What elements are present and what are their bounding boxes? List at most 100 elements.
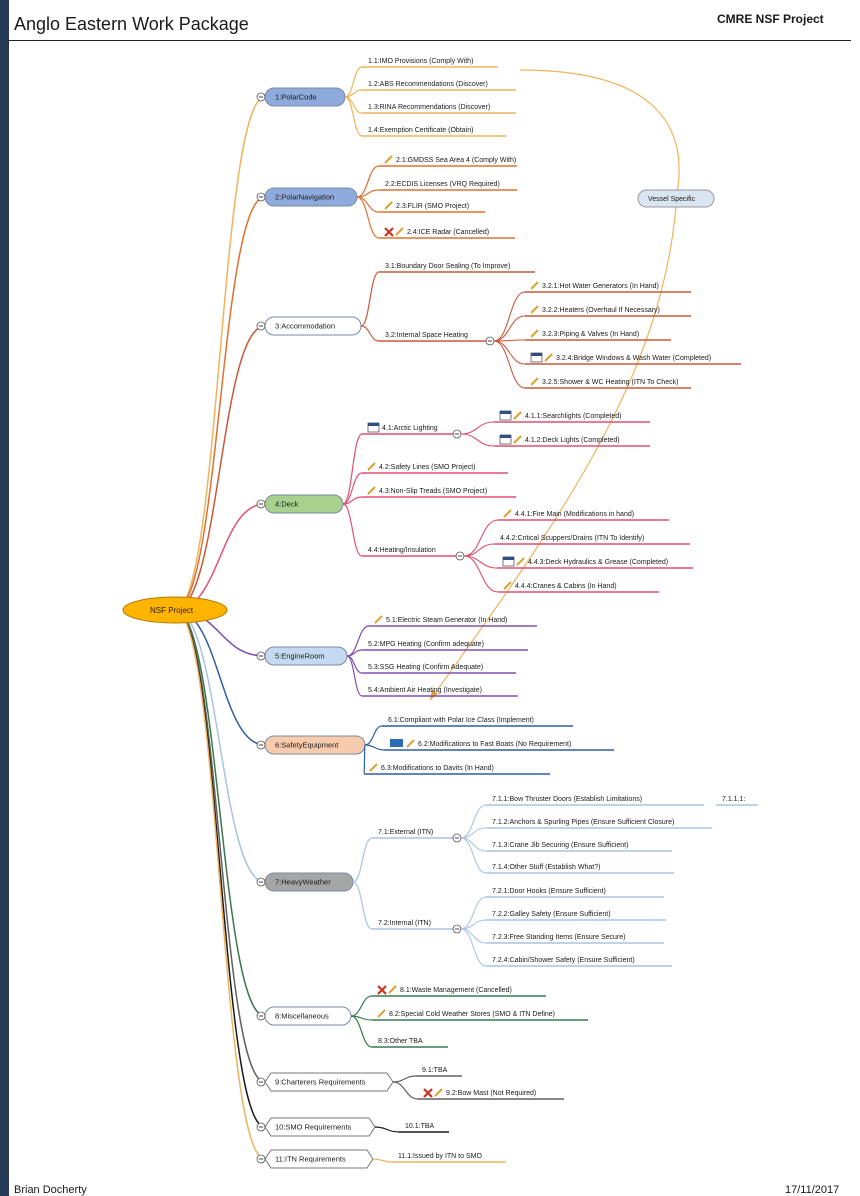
connector-line — [356, 196, 380, 239]
node-label: 6.2:Modifications to Fast Boats (No Requ… — [418, 741, 571, 748]
node-label: 7.1.3:Crane Jib Securing (Ensure Suffici… — [492, 842, 628, 849]
node-label: 4.4.4:Cranes & Cabins (In Hand) — [515, 583, 617, 590]
branch-label: 11:ITN Requirements — [275, 1155, 346, 1164]
collapse-toggle — [256, 877, 266, 887]
connector-line — [463, 519, 499, 557]
collapse-toggle — [256, 740, 266, 750]
connector-line — [342, 433, 363, 505]
connector-line — [493, 315, 526, 342]
project-name: CMRE NSF Project — [717, 12, 824, 26]
author-name: Brian Docherty — [14, 1184, 87, 1196]
calendar-header — [531, 353, 542, 356]
connector-line — [364, 725, 383, 746]
diagram-frame — [8, 41, 852, 1176]
node-label: 3.2.4:Bridge Windows & Wash Water (Compl… — [556, 355, 711, 362]
node-label: 2.4:ICE Radar (Cancelled) — [407, 229, 489, 236]
node-label: 8.1:Waste Management (Cancelled) — [400, 987, 512, 994]
collapse-toggle — [256, 192, 266, 202]
collapse-toggle — [256, 1154, 266, 1164]
node-label: 8.3:Other TBA — [378, 1038, 423, 1045]
node-label: 9.2:Bow Mast (Not Required) — [446, 1090, 536, 1097]
branch-label: 8:Miscellaneous — [275, 1012, 329, 1021]
pencil-icon — [434, 1088, 443, 1097]
node-label: 4.1.1:Searchlights (Completed) — [525, 413, 622, 420]
connector-line — [463, 543, 495, 557]
node-label: 1.2:ABS Recommendations (Discover) — [368, 81, 488, 88]
node-label: 7.1.2:Anchors & Spurling Pipes (Ensure S… — [492, 819, 674, 826]
cross-stroke — [384, 227, 394, 237]
connector-line — [392, 1075, 417, 1083]
connector-line — [356, 165, 380, 198]
vessel-link-line — [519, 69, 680, 200]
connector-line — [352, 837, 373, 883]
calendar-icon — [499, 434, 512, 445]
node-label: 3.2.3:Piping & Valves (In Hand) — [542, 331, 639, 338]
node-label: 5.2:MPG Heating (Confirm adequate) — [368, 641, 484, 648]
node-label: 4.2:Safety Lines (SMO Project) — [379, 464, 475, 471]
branch-label: 1:PolarCode — [275, 93, 317, 102]
node-label: 5.4:Ambient Air Heating (Investigate) — [368, 687, 482, 694]
pencil-icon — [530, 329, 539, 338]
connector-line — [460, 433, 495, 447]
connector-line — [174, 96, 266, 611]
node-label: 7.1.4:Other Stuff (Establish What?) — [492, 864, 600, 871]
collapse-toggle — [452, 833, 462, 843]
node-label: 2.2:ECDIS Licenses (VRQ Required) — [385, 181, 500, 188]
branch-label: 4:Deck — [275, 500, 299, 509]
connector-line — [392, 1081, 419, 1100]
node-label: 7.1.1:Bow Thruster Doors (Establish Limi… — [492, 796, 642, 803]
pencil-icon — [503, 581, 512, 590]
pencil-icon — [369, 763, 378, 772]
node-label: 2.1:GMDSS Sea Area 4 (Comply With) — [396, 157, 516, 164]
branch-label: 9:Charterers Requirements — [275, 1078, 366, 1087]
cross-stroke — [423, 1088, 433, 1098]
pencil-icon — [367, 486, 376, 495]
node-label: 4.4:Heating/Insulation — [368, 547, 436, 554]
pencil-icon — [377, 1009, 386, 1018]
connector-line — [346, 655, 363, 697]
print-date: 17/11/2017 — [785, 1184, 840, 1196]
node-label: 7.1.1.1: — [722, 796, 745, 803]
connector-line — [174, 325, 266, 611]
header-rule — [8, 40, 851, 41]
connector-line — [493, 340, 526, 365]
flag-icon — [390, 739, 403, 747]
pencil-icon — [516, 557, 525, 566]
connector-line — [174, 609, 266, 1160]
connector-line — [342, 472, 363, 505]
node-label: 1.3:RINA Recommendations (Discover) — [368, 104, 490, 111]
node-label: 1.1:IMO Provisions (Comply With) — [368, 58, 473, 65]
connector-line — [460, 928, 487, 967]
pencil-icon — [530, 281, 539, 290]
cancel-cross-icon — [377, 985, 387, 995]
node-label: 4.1:Arctic Lighting — [382, 425, 438, 432]
connector-line — [342, 503, 363, 557]
collapse-toggle — [256, 651, 266, 661]
pencil-icon — [384, 155, 393, 164]
branch-label: 6:SafetyEquipment — [275, 741, 339, 750]
calendar-icon — [499, 410, 512, 421]
connector-line — [342, 496, 363, 505]
node-label: 1.4:Exemption Certificate (Obtain) — [368, 127, 473, 134]
collapse-toggle — [452, 924, 462, 934]
page-title: Anglo Eastern Work Package — [14, 14, 249, 34]
vessel-link-arrowhead — [430, 690, 438, 700]
collapse-toggle — [256, 1122, 266, 1132]
calendar-header — [500, 435, 511, 438]
node-label: 7.2.4:Cabin/Shower Safety (Ensure Suffic… — [492, 957, 635, 964]
node-label: 11.1:Issued by ITN to SMO — [398, 1153, 482, 1160]
node-label: 4.4.3:Deck Hydraulics & Grease (Complete… — [528, 559, 668, 566]
collapse-toggle — [256, 1077, 266, 1087]
node-label: 7.2.3:Free Standing Items (Ensure Secure… — [492, 934, 625, 941]
connector-line — [493, 340, 526, 389]
calendar-header — [503, 557, 514, 560]
collapse-toggle — [256, 321, 266, 331]
pencil-icon — [374, 615, 383, 624]
calendar-header — [500, 411, 511, 414]
connector-line — [460, 896, 487, 930]
connector-line — [360, 271, 380, 327]
node-label: 6.3:Modifications to Davits (In Hand) — [381, 765, 494, 772]
node-label: 8.2:Special Cold Weather Stores (SMO & I… — [389, 1011, 555, 1018]
branch-label: 5:EngineRoom — [275, 652, 325, 661]
node-label: 5.3:SSG Heating (Confirm Adequate) — [368, 664, 483, 671]
